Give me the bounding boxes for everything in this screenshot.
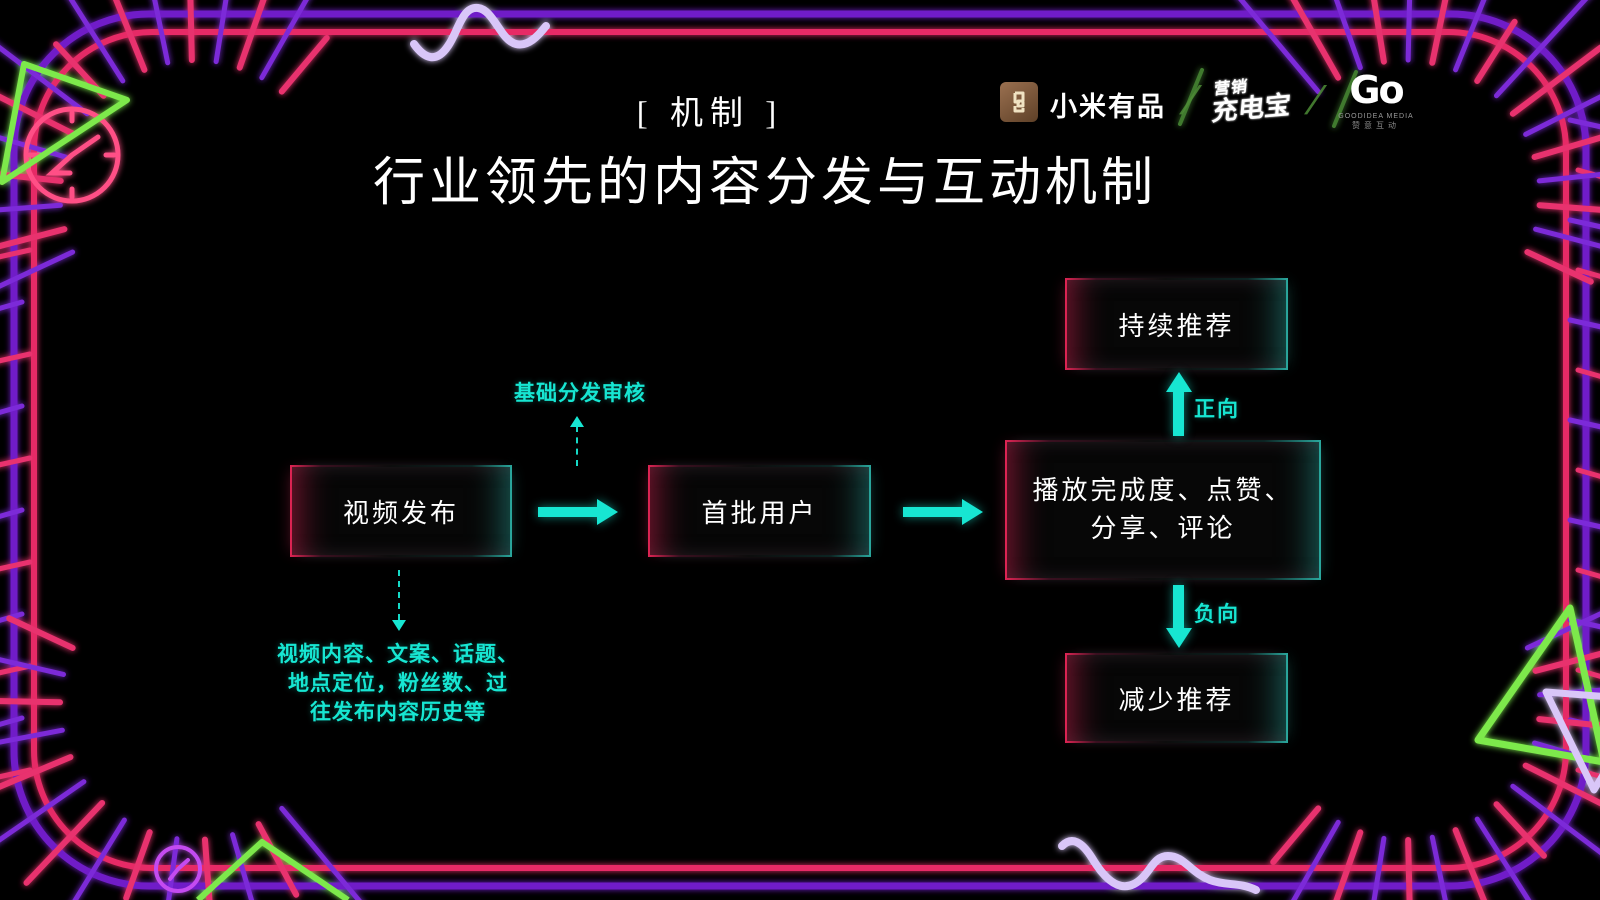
dashed-arrow-up-head	[570, 416, 584, 427]
triangle-icon	[1542, 688, 1600, 794]
node-video-publish: 视频发布	[290, 465, 512, 557]
outer-frame-line	[10, 10, 1590, 890]
youpin-logo-label: 小米有品	[1050, 91, 1166, 122]
squiggle-icon	[410, 4, 550, 61]
goodidea-logo-subtitle: GOODIDEA MEDIA	[1338, 112, 1414, 120]
squiggle-icon	[1058, 837, 1260, 894]
node-label-line2: 分享、评论	[1090, 513, 1236, 543]
page-title: 行业领先的内容分发与互动机制	[372, 155, 1157, 212]
arrow-down-icon	[1173, 585, 1184, 630]
chargebank-logo: 营销 充电宝	[1210, 76, 1294, 127]
dashed-arrow-down-icon	[398, 570, 400, 620]
node-label-line1: 播放完成度、点赞、	[1032, 475, 1294, 506]
goodidea-logo-word: Go	[1349, 67, 1404, 112]
youpin-logo-icon	[1000, 82, 1038, 122]
clock-icon	[23, 106, 121, 204]
slash-separator: /	[1179, 78, 1200, 123]
arrow-right-icon	[538, 507, 598, 517]
goodidea-logo-cn: 赞意互动	[1352, 120, 1400, 130]
node-label: 视频发布	[342, 497, 459, 528]
clock-icon	[154, 845, 202, 893]
triangle-icon	[195, 839, 350, 900]
slash-separator: /	[1304, 78, 1326, 123]
factors-line: 地点定位，粉丝数、过	[288, 672, 508, 695]
dashed-arrow-up-icon	[576, 426, 578, 466]
node-label: 减少推荐	[1118, 684, 1235, 715]
factors-line: 往发布内容历史等	[310, 701, 486, 724]
logo-strip: 小米有品 / 营销 充电宝 / Go GOODIDEA MEDIA 赞意互动	[1000, 64, 1480, 134]
node-engagement-metrics: 播放完成度、点赞、 分享、评论	[1005, 440, 1321, 580]
factors-line: 视频内容、文案、话题、	[277, 643, 519, 666]
arrow-right-icon	[903, 507, 963, 517]
node-reduce-recommending: 减少推荐	[1065, 653, 1288, 743]
node-label: 首批用户	[701, 497, 818, 528]
node-label: 持续推荐	[1118, 310, 1235, 341]
slash-icon	[1178, 68, 1204, 126]
goodidea-logo: Go GOODIDEA MEDIA 赞意互动	[1338, 71, 1413, 130]
inner-frame-line	[31, 29, 1569, 871]
negative-label: 负向	[1194, 603, 1240, 626]
positive-label: 正向	[1194, 398, 1240, 421]
arrow-up-icon	[1173, 390, 1184, 436]
triangle-icon	[0, 61, 130, 185]
triangle-icon	[1474, 604, 1600, 765]
section-kicker: [ 机制 ]	[636, 96, 784, 132]
chargebank-logo-bottom: 充电宝	[1210, 89, 1293, 127]
review-label: 基础分发审核	[514, 382, 646, 405]
node-keep-recommending: 持续推荐	[1065, 278, 1288, 370]
node-first-users: 首批用户	[648, 465, 871, 557]
factors-note: 视频内容、文案、话题、 地点定位，粉丝数、过 往发布内容历史等	[256, 640, 540, 727]
dashed-arrow-down-head	[392, 620, 406, 631]
slash-icon	[1332, 70, 1358, 128]
